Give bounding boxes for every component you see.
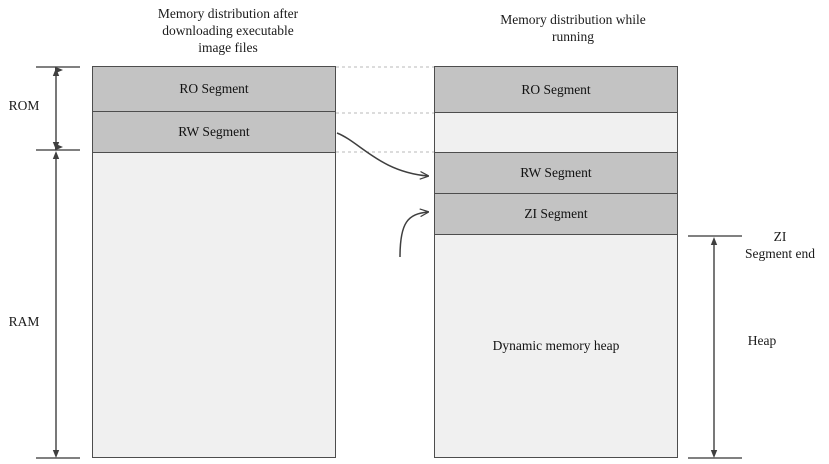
zi-segment-end-label-line-1: ZI [773, 229, 787, 244]
right-segment-zi-label: ZI Segment [524, 206, 588, 221]
zi-segment-end-label: ZI Segment end [731, 228, 829, 262]
heap-dimension-arrow [710, 237, 718, 458]
left-segment-rw: RW Segment [93, 112, 335, 153]
rom-label: ROM [2, 98, 46, 114]
heap-label: Heap [731, 333, 793, 349]
right-segment-zi: ZI Segment [435, 194, 677, 235]
rom-dimension-arrow [52, 66, 63, 151]
right-diagram-title: Memory distribution while running [448, 11, 698, 45]
heap-label-text: Heap [747, 333, 777, 348]
left-segment-free [93, 153, 335, 456]
connector-to-zi [399, 212, 428, 258]
connector-rw-to-rw [336, 132, 428, 176]
left-diagram-title: Memory distribution after downloading ex… [108, 5, 348, 56]
right-segment-rw-label: RW Segment [520, 165, 592, 180]
rom-label-text: ROM [8, 98, 40, 113]
zi-segment-end-label-line-2: Segment end [744, 246, 816, 261]
right-memory-block: RO Segment RW Segment ZI Segment Dynamic… [434, 66, 678, 458]
ram-dimension-arrow [52, 151, 60, 458]
ram-label: RAM [2, 314, 46, 330]
right-title-line-2: running [552, 29, 594, 44]
right-segment-heap-label: Dynamic memory heap [492, 337, 620, 353]
left-title-line-1: Memory distribution after [157, 6, 299, 21]
left-segment-rw-label: RW Segment [178, 124, 250, 139]
left-segment-ro: RO Segment [93, 67, 335, 112]
left-title-line-3: image files [198, 40, 258, 55]
right-title-line-1: Memory distribution while [500, 12, 646, 27]
right-segment-ro: RO Segment [435, 67, 677, 113]
left-memory-block: RO Segment RW Segment [92, 66, 336, 458]
right-segment-heap: Dynamic memory heap [435, 235, 677, 456]
right-segment-rw: RW Segment [435, 153, 677, 194]
right-segment-gap [435, 113, 677, 153]
ram-label-text: RAM [8, 314, 40, 329]
left-segment-ro-label: RO Segment [179, 81, 249, 96]
left-title-line-2: downloading executable [162, 23, 294, 38]
right-segment-ro-label: RO Segment [521, 81, 591, 97]
